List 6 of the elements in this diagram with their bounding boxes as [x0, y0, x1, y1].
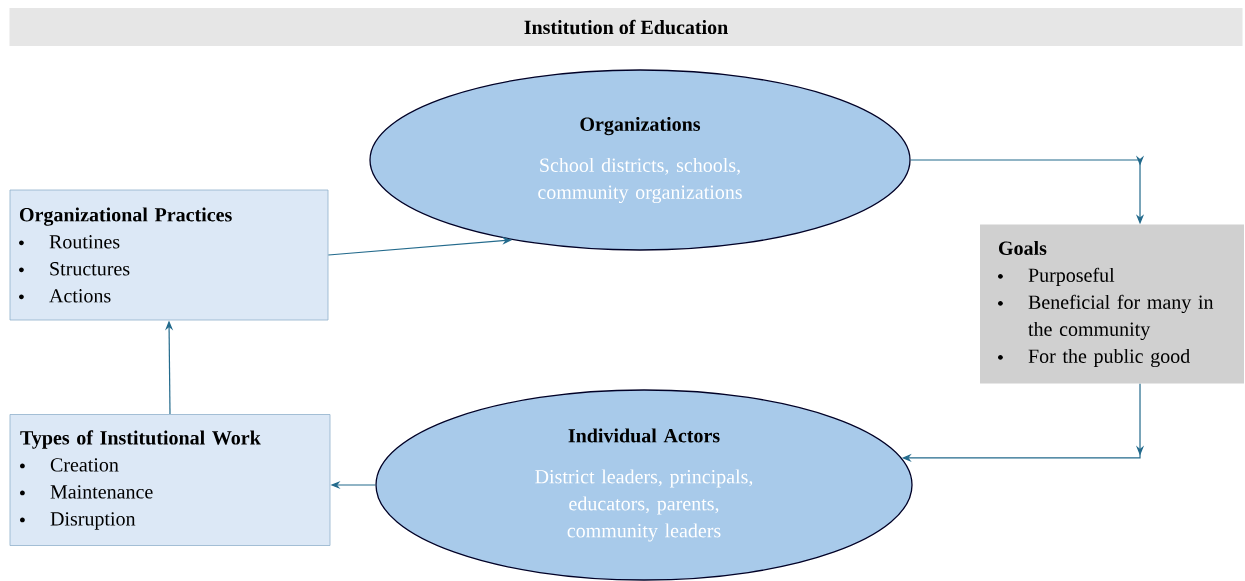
process-box: Organizational Practices Routines Structures Actions	[9, 189, 329, 321]
process-box: Goals Purposeful Beneficial for many in the community For the public good	[980, 224, 1244, 384]
ellipse-node: Organizations School districts, schools, community organizations	[369, 69, 911, 251]
ellipse-node: Individual Actors District leaders, principals, educators, parents, community leaders	[375, 389, 913, 581]
process-box: Types of Institutional Work Creation Maintenance Disruption	[9, 414, 331, 546]
title-band: Institution of Education	[9, 8, 1243, 46]
